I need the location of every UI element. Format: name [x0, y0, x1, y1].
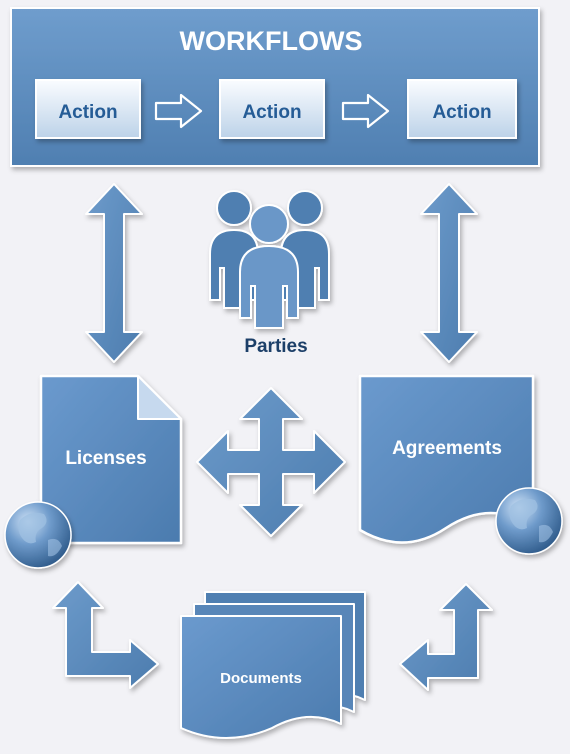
- workflows-panel: WORKFLOWS Action Action Action: [10, 7, 540, 167]
- left-globe-icon: [4, 501, 72, 569]
- parties-people-icon: [209, 190, 330, 329]
- licenses-folded-corner: [137, 375, 182, 420]
- right-elbow-arrow: [399, 583, 493, 691]
- action-label-2: Action: [242, 102, 301, 123]
- action-label-3: Action: [432, 102, 491, 123]
- agreements-label: Agreements: [392, 438, 502, 459]
- action-box-3[interactable]: Action: [407, 79, 517, 139]
- left-vertical-double-arrow: [85, 183, 143, 363]
- action-label-1: Action: [58, 102, 117, 123]
- licenses-label: Licenses: [65, 448, 146, 469]
- four-way-cross-arrow: [196, 387, 346, 537]
- parties-label: Parties: [244, 336, 307, 357]
- action-arrow-1: [154, 93, 203, 129]
- right-globe-icon: [495, 487, 563, 555]
- action-box-2[interactable]: Action: [219, 79, 325, 139]
- action-arrow-2: [341, 93, 390, 129]
- workflows-title: WORKFLOWS: [180, 26, 363, 56]
- right-vertical-double-arrow: [420, 183, 478, 363]
- action-box-1[interactable]: Action: [35, 79, 141, 139]
- documents-front-sheet: [180, 615, 342, 739]
- documents-stack[interactable]: [180, 591, 366, 739]
- left-elbow-arrow: [52, 581, 159, 689]
- documents-label: Documents: [220, 670, 302, 687]
